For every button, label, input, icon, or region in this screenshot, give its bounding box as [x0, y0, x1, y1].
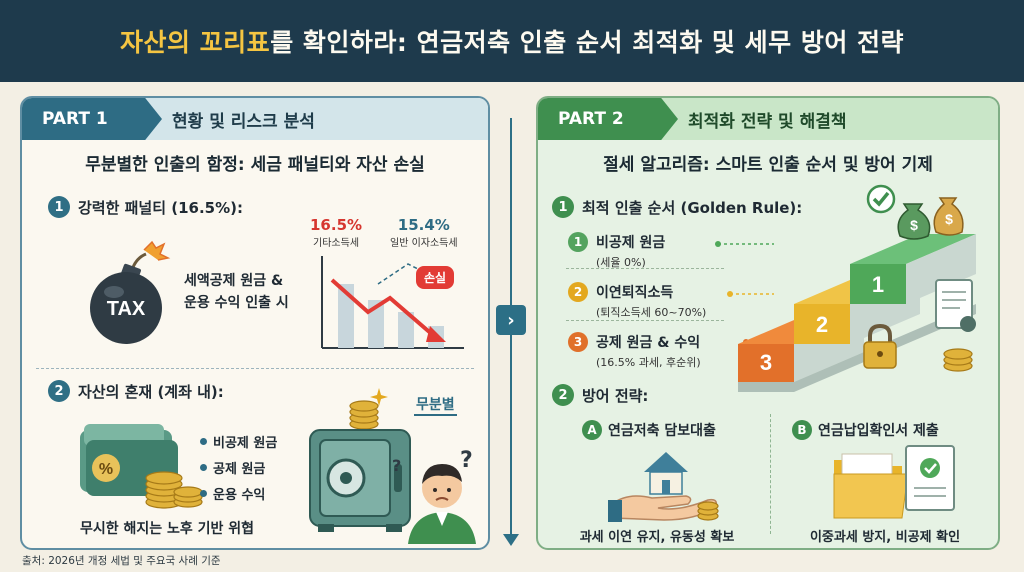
checkmark-icon	[866, 184, 896, 214]
money-bag-icon: $ $	[897, 197, 964, 240]
house-in-hand-icon	[608, 452, 719, 522]
down-trend-chart-icon	[321, 256, 464, 349]
stair-label-2: 2	[816, 312, 828, 337]
part2-label: PART 2	[538, 98, 678, 140]
question-icon: ?	[460, 448, 473, 473]
question-icon-small: ?	[392, 456, 402, 475]
part1-panel: PART 1 현황 및 리스크 분석 무분별한 인출의 함정: 세금 패널티와 …	[20, 96, 490, 550]
mixed-asset-item-1: 비공제 원금	[200, 432, 277, 451]
svg-text:$: $	[910, 217, 918, 233]
document-icon	[935, 279, 976, 332]
svg-text:$: $	[945, 211, 953, 227]
part2-heading: 절세 알고리즘: 스마트 인출 순서 및 방어 기제	[603, 155, 933, 175]
defense-divider	[770, 414, 771, 534]
penalty-desc-line1: 세액공제 원금 &	[184, 273, 284, 289]
withdraw-step-2: 2 이연퇴직소득 (퇴직소득세 60~70%)	[568, 282, 706, 320]
part2-section1-title: 1 최적 인출 순서 (Golden Rule):	[552, 196, 802, 218]
padlock-icon	[863, 323, 897, 369]
part1-divider	[36, 368, 474, 369]
withdraw-step-1-title: 비공제 원금	[596, 235, 666, 251]
withdraw-step-1: 1 비공제 원금 (세율 0%)	[568, 232, 665, 270]
step-divider-2	[566, 320, 724, 321]
header-banner: 자산의 꼬리표를 확인하라: 연금저축 인출 순서 최적화 및 세무 방어 전략	[0, 0, 1024, 82]
page-title: 자산의 꼬리표를 확인하라: 연금저축 인출 순서 최적화 및 세무 방어 전략	[120, 23, 904, 59]
defense-b-caption: 이중과세 방지, 비공제 확인	[809, 530, 961, 545]
withdraw-step-3: 3 공제 원금 & 수익 (16.5% 과세, 후순위)	[568, 332, 701, 370]
stat-interest-income-tax: 15.4% 일반 이자소득세	[390, 216, 458, 249]
defense-a-letter: A	[582, 420, 602, 440]
withdraw-step-2-sub: (퇴직소득세 60~70%)	[596, 306, 707, 319]
wallet-percent-symbol: %	[99, 461, 113, 478]
mixed-asset-item-3: 운용 수익	[200, 484, 265, 503]
defense-a-text: 연금저축 담보대출	[608, 423, 716, 439]
certificate-icon	[905, 445, 955, 511]
part1-heading: 무분별한 인출의 함정: 세금 패널티와 자산 손실	[85, 155, 425, 175]
part1-subtitle: 현황 및 리스크 분석	[172, 111, 315, 132]
part1-section1-title: 1 강력한 패널티 (16.5%):	[48, 196, 243, 218]
page-title-rest: 를 확인하라: 연금저축 인출 순서 최적화 및 세무 방어 전략	[270, 28, 905, 57]
page-title-highlight: 자산의 꼬리표	[119, 28, 271, 57]
defense-b-title: B 연금납입확인서 제출	[792, 420, 939, 440]
part1-tag: PART 1 현황 및 리스크 분석	[22, 98, 488, 140]
stat-other-income-tax: 16.5% 기타소득세	[310, 216, 362, 249]
part1-label: PART 1	[22, 98, 162, 140]
withdraw-step-3-sub: (16.5% 과세, 후순위)	[596, 356, 701, 369]
stat-interest-income-tax-value: 15.4%	[397, 216, 450, 234]
part2-tag: PART 2 최적화 전략 및 해결책	[538, 98, 998, 140]
defense-b-letter: B	[792, 420, 812, 440]
part2-subtitle: 최적화 전략 및 해결책	[688, 111, 847, 132]
defense-b-text: 연금납입확인서 제출	[818, 423, 939, 439]
stair-label-3: 3	[760, 350, 772, 375]
stat-other-income-tax-label: 기타소득세	[313, 238, 360, 249]
mixed-asset-warning: 무시한 해지는 노후 기반 위협	[80, 521, 255, 537]
stair-label-1: 1	[872, 272, 884, 297]
bomb-icon: TAX	[90, 240, 171, 344]
defense-a-caption: 과세 이연 유지, 유동성 확보	[579, 530, 735, 545]
withdraw-step-2-number: 2	[568, 282, 588, 302]
withdraw-step-1-number: 1	[568, 232, 588, 252]
stat-other-income-tax-value: 16.5%	[310, 216, 363, 234]
coin-stack-icon	[145, 471, 203, 509]
withdraw-step-3-number: 3	[568, 332, 588, 352]
bomb-label: TAX	[107, 298, 146, 320]
withdraw-step-2-title: 이연퇴직소득	[596, 285, 674, 301]
part2-panel: PART 2 최적화 전략 및 해결책 절세 알고리즘: 스마트 인출 순서 및…	[536, 96, 1000, 550]
part2-section1-text: 최적 인출 순서 (Golden Rule):	[582, 198, 803, 217]
safe-icon	[309, 400, 411, 532]
chevron-right-icon: ›	[496, 305, 526, 335]
loss-bubble: 손실	[416, 266, 455, 289]
part2-tag-bar	[658, 98, 998, 140]
center-arrow-down-icon	[503, 534, 519, 546]
part1-section1-number: 1	[48, 196, 70, 218]
worried-person-icon	[408, 464, 476, 544]
sparkle-icon	[370, 388, 388, 406]
folder-icon	[833, 453, 909, 519]
part2-section2-title: 2 방어 전략:	[552, 384, 648, 406]
source-note: 출처: 2026년 개정 세법 및 주요국 사례 기준	[22, 555, 221, 567]
defense-a-title: A 연금저축 담보대출	[582, 420, 716, 440]
coin-stack-icon-right	[943, 348, 973, 372]
mubun-tag: 무분별	[414, 394, 457, 416]
part2-section2-text: 방어 전략:	[582, 386, 649, 405]
part1-tag-bar	[142, 98, 488, 140]
staircase-icon: 3 2 1	[738, 234, 976, 392]
part1-section2-number: 2	[48, 380, 70, 402]
part1-section2-title: 2 자산의 혼재 (계좌 내):	[48, 380, 224, 402]
penalty-desc-line2: 운용 수익 인출 시	[184, 295, 289, 311]
withdraw-step-3-title: 공제 원금 & 수익	[596, 335, 701, 351]
step-divider-1	[566, 268, 724, 269]
stat-interest-income-tax-label: 일반 이자소득세	[390, 238, 458, 249]
part2-section1-number: 1	[552, 196, 574, 218]
withdraw-step-1-sub: (세율 0%)	[596, 256, 646, 269]
part1-section2-text: 자산의 혼재 (계좌 내):	[78, 382, 224, 401]
part2-section2-number: 2	[552, 384, 574, 406]
mixed-asset-item-2: 공제 원금	[200, 458, 265, 477]
part1-section1-text: 강력한 패널티 (16.5%):	[78, 198, 243, 217]
